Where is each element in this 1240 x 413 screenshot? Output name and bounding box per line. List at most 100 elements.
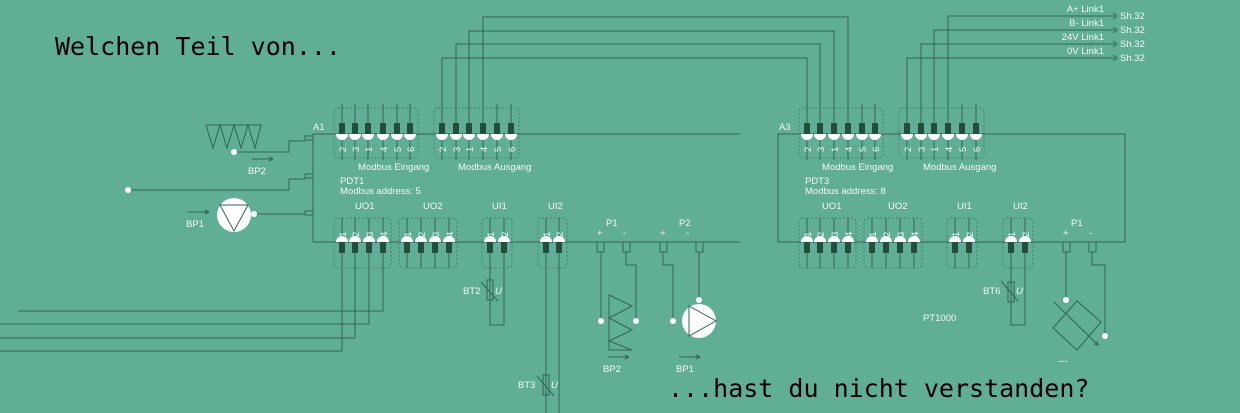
terminal: 6 — [970, 104, 983, 160]
a1-power-wires — [600, 252, 700, 321]
a1-power-terminals — [596, 242, 704, 253]
terminal-dot — [125, 187, 131, 193]
terminal: 3 — [828, 218, 841, 268]
pin-number: 1 — [338, 232, 349, 237]
link-target[interactable]: Sh.32 — [1120, 53, 1145, 64]
a3-ui2-label: UI2 — [1013, 201, 1028, 212]
a1-p2-minus-label: - — [686, 228, 689, 239]
dashes-label: --- — [1058, 356, 1068, 367]
pin-number: 1 — [542, 232, 553, 237]
a1-p1-plus-label: + — [597, 228, 603, 239]
pin-number: 1 — [951, 232, 962, 237]
pin-number: 5 — [958, 147, 969, 152]
pin-number: 4 — [379, 232, 390, 237]
terminal: 2 — [415, 218, 428, 268]
a1-uo2-label: UO2 — [423, 201, 443, 212]
terminal-dot — [231, 149, 237, 155]
pin-number: 1 — [465, 147, 476, 152]
pin-number: 2 — [965, 232, 976, 237]
terminal: 2 — [880, 218, 893, 268]
link-label: B- Link1 — [1069, 18, 1104, 29]
pin-number: 2 — [903, 147, 914, 152]
pin-number: 6 — [406, 147, 417, 152]
terminal: 1 — [540, 218, 553, 268]
a1-p2-label: P2 — [679, 218, 691, 229]
pump-triangle — [688, 305, 718, 337]
terminal-block-outline — [863, 217, 923, 269]
link-target[interactable]: Sh.32 — [1120, 11, 1145, 22]
terminal: 5 — [956, 104, 969, 160]
terminal-dot — [633, 318, 639, 324]
terminal-dot — [696, 297, 702, 303]
pin-number: 6 — [507, 147, 518, 152]
bt6-label: BT6 — [983, 286, 1000, 297]
a1-ui2-label: UI2 — [548, 201, 563, 212]
terminal: 4 — [842, 104, 855, 160]
terminal: 1 — [401, 218, 414, 268]
link-label: 24V Link1 — [1062, 32, 1104, 43]
terminal: 1 — [949, 218, 962, 268]
pin-number: 5 — [393, 147, 404, 152]
terminal: 6 — [869, 104, 882, 160]
terminal: 4 — [908, 218, 921, 268]
pin-number: 5 — [493, 147, 504, 152]
a3-modbus-address: Modbus address: 8 — [805, 186, 886, 197]
a3-p1-plus-label: + — [1063, 228, 1069, 239]
pin-number: 1 — [403, 232, 414, 237]
terminal: 1 — [463, 104, 476, 160]
pin-number: 2 — [803, 147, 814, 152]
a3-p1-label: P1 — [1071, 218, 1083, 229]
terminal: 3 — [429, 218, 442, 268]
ui1-loop — [489, 262, 505, 326]
link-target[interactable]: Sh.32 — [1120, 39, 1145, 50]
pt1000-label: PT1000 — [923, 313, 956, 324]
heat-exchanger-icon — [205, 123, 262, 150]
uo1-wires — [0, 262, 384, 352]
terminal: 1 — [801, 218, 814, 268]
terminal: 6 — [404, 104, 417, 160]
pin-number: 3 — [830, 232, 841, 237]
link-label: 0V Link1 — [1067, 46, 1104, 57]
bt2-slash — [480, 281, 499, 302]
a1-modbus-address: Modbus address: 5 — [340, 186, 421, 197]
terminal: 5 — [491, 104, 504, 160]
pin-number: 6 — [972, 147, 983, 152]
pin-number: 1 — [364, 147, 375, 152]
a1-p1-minus-label: - — [623, 228, 626, 239]
pin-number: 1 — [868, 232, 879, 237]
terminal: 2 — [801, 104, 814, 160]
terminal: 5 — [391, 104, 404, 160]
a3-power-terminals — [1062, 242, 1097, 253]
pin-number: 3 — [917, 147, 928, 152]
terminal: 1 — [336, 218, 349, 268]
terminal: 2 — [553, 218, 566, 268]
bp1-label: BP1 — [676, 364, 694, 375]
terminal: 1 — [484, 218, 497, 268]
pin-number: 1 — [803, 232, 814, 237]
link-label: A+ Link1 — [1067, 4, 1104, 15]
bt3-u-label: U — [551, 380, 558, 391]
terminal: 1 — [866, 218, 879, 268]
modbus-bus-wires — [441, 16, 849, 123]
terminal: 2 — [336, 104, 349, 160]
a1-modbus-in-label: Modbus Eingang — [358, 162, 429, 173]
bt2-u-label: U — [495, 286, 502, 297]
terminal: 4 — [942, 104, 955, 160]
link-target[interactable]: Sh.32 — [1120, 25, 1145, 36]
terminal-block-outline — [1002, 217, 1034, 269]
terminal: 1 — [928, 104, 941, 160]
terminal: 2 — [963, 218, 976, 268]
flow-arrow-icon — [188, 209, 210, 215]
terminal-block-outline — [798, 217, 857, 269]
pin-number: 2 — [882, 232, 893, 237]
terminal-block-outline — [481, 217, 513, 269]
bt3-slash — [536, 375, 555, 397]
terminal: 3 — [363, 218, 376, 268]
